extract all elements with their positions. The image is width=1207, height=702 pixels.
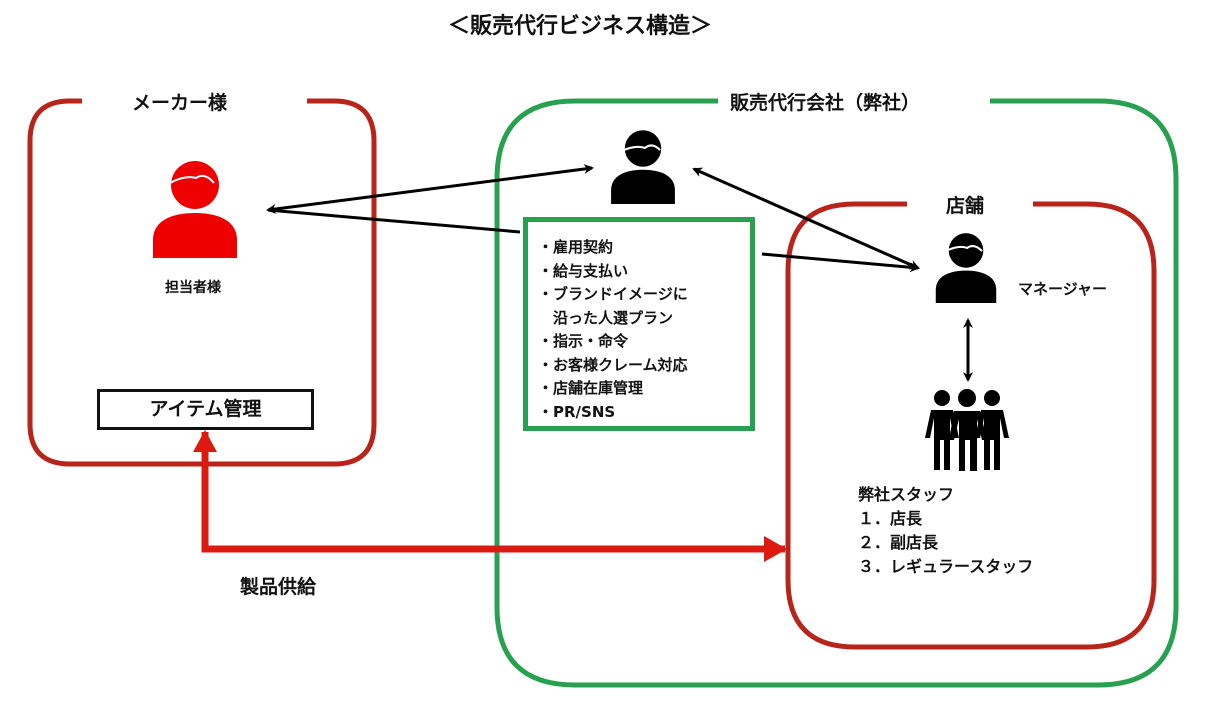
staff-title: 弊社スタッフ: [858, 485, 955, 504]
staff-figure-icon: [949, 389, 987, 471]
task-item: ・雇用契約: [538, 238, 614, 256]
supply-arrow: [193, 430, 785, 553]
arrow-maker-agency: [266, 164, 594, 214]
store-label: 店舗: [936, 191, 995, 218]
task-item: ・指示・命令: [538, 332, 629, 350]
maker-label: メーカー様: [122, 88, 238, 115]
agency-person-icon: [611, 130, 675, 204]
task-item: ・店舗在庫管理: [538, 379, 644, 397]
task-item: ・PR/SNS: [538, 402, 616, 421]
arrow-tasks-to-manager: [761, 252, 920, 273]
task-item: ・給与支払い: [538, 261, 629, 280]
staff-figure-icon: [975, 390, 1009, 470]
staff-list: 弊社スタッフ １．店長 ２．副店長 ３．レギュラースタッフ: [858, 483, 1033, 579]
manager-person-icon: [935, 233, 997, 303]
agency-label: 販売代行会社（弊社）: [720, 88, 931, 115]
task-item: ・ブランドイメージに: [538, 285, 688, 303]
task-item: 沿った人選プラン: [538, 308, 674, 327]
staff-item: １．店長: [858, 509, 923, 528]
staff-figure-icon: [925, 390, 959, 470]
item-management-box: アイテム管理: [97, 389, 314, 430]
page-title: ＜販売代行ビジネス構造＞: [447, 14, 712, 39]
supply-label: 製品供給: [240, 576, 317, 598]
maker-person-icon: [153, 161, 237, 258]
arrow-tasks-to-maker: [267, 208, 521, 234]
supply-arrowhead-right: [764, 536, 787, 562]
agency-frame: [494, 98, 1179, 688]
staff-group-icon: [925, 389, 1009, 471]
agency-task-list: ・雇用契約 ・給与支払い ・ブランドイメージに 沿った人選プラン ・指示・命令 …: [523, 217, 755, 431]
agency-person-hair-line: [623, 144, 661, 151]
task-item: ・お客様クレーム対応: [538, 355, 688, 374]
maker-person-label: 担当者様: [165, 280, 221, 296]
manager-label: マネージャー: [1018, 280, 1107, 298]
maker-person-hair-line: [169, 174, 215, 184]
manager-person-hair-line: [947, 245, 983, 252]
staff-item: ２．副店長: [858, 533, 939, 552]
staff-item: ３．レギュラースタッフ: [858, 557, 1034, 576]
arrow-agency-manager: [692, 167, 920, 270]
